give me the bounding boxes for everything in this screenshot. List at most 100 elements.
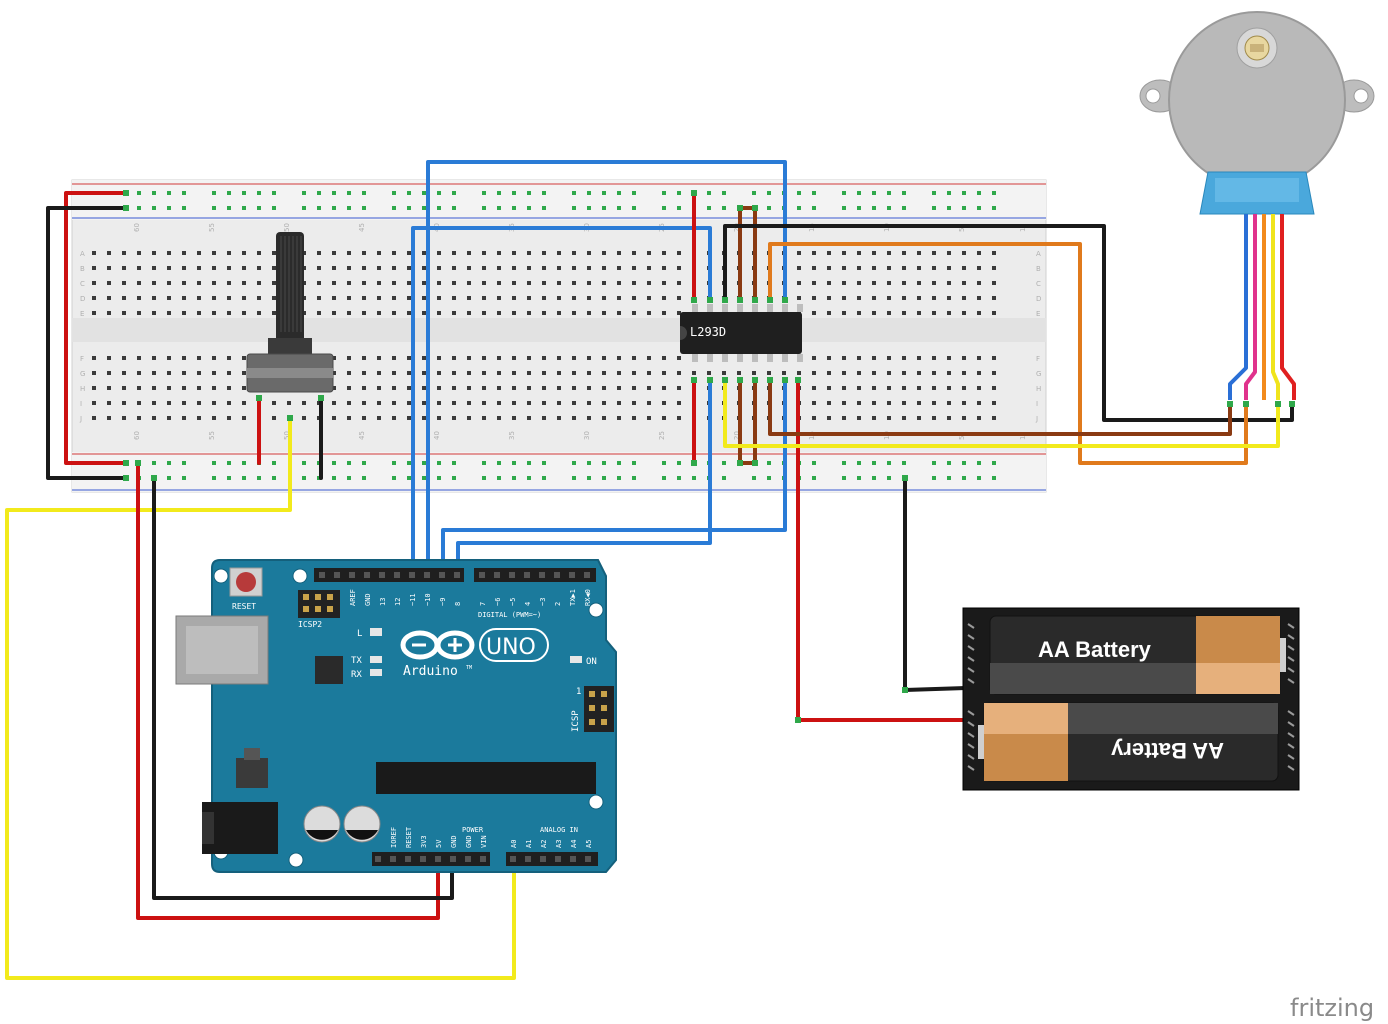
terminal-hole [332, 386, 336, 390]
rail-hole [947, 191, 951, 195]
terminal-hole [647, 356, 651, 360]
terminal-hole [332, 401, 336, 405]
rail-hole [542, 191, 546, 195]
terminal-hole [122, 371, 126, 375]
terminal-hole [932, 356, 936, 360]
terminal-hole [92, 416, 96, 420]
terminal-hole [137, 386, 141, 390]
terminal-hole [227, 401, 231, 405]
terminal-hole [107, 401, 111, 405]
wire-endpoint [902, 687, 908, 693]
rail-hole [872, 461, 876, 465]
terminal-hole [932, 401, 936, 405]
digital-socket [334, 572, 340, 578]
voltage-regulator-tab [244, 748, 260, 760]
wire-endpoint [752, 377, 758, 383]
terminal-hole [587, 311, 591, 315]
terminal-hole [872, 266, 876, 270]
terminal-hole [482, 386, 486, 390]
terminal-hole [407, 311, 411, 315]
terminal-hole [917, 401, 921, 405]
terminal-hole [407, 251, 411, 255]
rail-hole [587, 476, 591, 480]
digital-pin-label: 8 [454, 602, 462, 606]
chip-leg [797, 354, 803, 362]
terminal-hole [647, 386, 651, 390]
battery-cell-bottom-shade [1068, 703, 1278, 734]
terminal-hole [227, 386, 231, 390]
rail-hole [542, 476, 546, 480]
battery-spring-coil [1287, 634, 1295, 640]
terminal-hole [347, 401, 351, 405]
terminal-hole [362, 281, 366, 285]
terminal-hole [497, 251, 501, 255]
terminal-hole [392, 371, 396, 375]
battery-spring-coil [967, 634, 975, 640]
reset-button-cap[interactable] [236, 572, 256, 592]
terminal-hole [512, 386, 516, 390]
rail-hole [992, 206, 996, 210]
rail-hole [452, 476, 456, 480]
terminal-hole [677, 251, 681, 255]
terminal-hole [797, 281, 801, 285]
header-socket [585, 856, 591, 862]
dc-power-jack [202, 802, 278, 854]
rail-hole [317, 206, 321, 210]
rail-hole [407, 461, 411, 465]
terminal-hole [107, 281, 111, 285]
terminal-hole [812, 401, 816, 405]
digital-pin-label: 13 [379, 598, 387, 606]
rail-hole [677, 191, 681, 195]
power-pin-label: 5V [435, 839, 443, 848]
terminal-hole [557, 401, 561, 405]
rail-hole [257, 206, 261, 210]
terminal-hole [662, 386, 666, 390]
motor-lead-yellow [1271, 214, 1280, 400]
terminal-hole [812, 266, 816, 270]
terminal-hole [602, 401, 606, 405]
rail-hole [182, 191, 186, 195]
terminal-hole [737, 371, 741, 375]
digital-header-sockets [319, 572, 590, 578]
terminal-hole [272, 251, 276, 255]
terminal-hole [707, 371, 711, 375]
terminal-hole [437, 401, 441, 405]
terminal-hole [212, 311, 216, 315]
terminal-hole [887, 356, 891, 360]
terminal-hole [482, 266, 486, 270]
battery-spring-coil [1287, 678, 1295, 684]
power-pin-label: 3V3 [420, 835, 428, 848]
rail-hole [167, 206, 171, 210]
terminal-hole [212, 296, 216, 300]
terminal-hole [662, 251, 666, 255]
terminal-hole [887, 401, 891, 405]
icsp2-pin [327, 606, 333, 612]
terminal-hole [887, 251, 891, 255]
battery-spring-coil [1287, 721, 1295, 727]
usb-controller-chip [315, 656, 343, 684]
terminal-hole [227, 296, 231, 300]
rail-hole [797, 191, 801, 195]
rail-hole [842, 461, 846, 465]
terminal-hole [452, 311, 456, 315]
terminal-hole [842, 386, 846, 390]
terminal-hole [572, 401, 576, 405]
column-number-label: 55 [208, 431, 216, 440]
row-letter-label: I [80, 400, 82, 408]
wire-endpoint [123, 205, 129, 211]
rail-hole [227, 191, 231, 195]
rail-hole [347, 476, 351, 480]
header-socket [570, 856, 576, 862]
terminal-hole [527, 266, 531, 270]
terminal-hole [377, 401, 381, 405]
terminal-hole [977, 386, 981, 390]
motor-mount-hole-left [1145, 88, 1161, 104]
rail-hole [512, 191, 516, 195]
terminal-hole [182, 251, 186, 255]
motor-mount-hole-right [1353, 88, 1369, 104]
terminal-hole [362, 296, 366, 300]
terminal-hole [827, 401, 831, 405]
terminal-hole [197, 386, 201, 390]
terminal-hole [167, 356, 171, 360]
rail-hole [542, 461, 546, 465]
